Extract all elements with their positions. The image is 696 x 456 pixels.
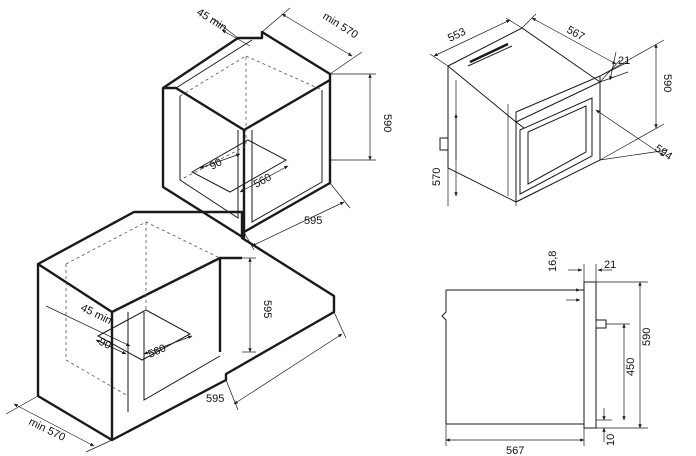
lower-slot-depth-label: 90 [97, 336, 113, 352]
oven-body-height-label: 570 [431, 168, 443, 186]
upper-height-label: 590 [381, 114, 393, 132]
oven-3d [439, 27, 601, 203]
upper-niche [161, 30, 332, 240]
upper-slot-width-label: 560 [252, 171, 274, 190]
lower-height-label: 595 [261, 300, 273, 318]
upper-depth-label: min 570 [320, 10, 360, 41]
lower-niche [36, 210, 336, 442]
side-depth-label: 567 [506, 445, 524, 456]
upper-niche-outline [161, 30, 332, 240]
lower-gap-label: 45 min [79, 302, 114, 327]
oven-height-label: 590 [661, 74, 673, 92]
oven-side-dimensions: 16,8 21 590 450 10 567 [445, 251, 653, 456]
lower-slot-width-label: 560 [146, 342, 168, 360]
side-panel-label: 16,8 [547, 251, 559, 272]
lower-depth-label: min 570 [27, 416, 67, 444]
upper-slot-depth-label: 90 [208, 156, 224, 172]
side-height-label: 590 [641, 328, 653, 346]
side-bottom-gap-label: 10 [605, 434, 617, 446]
upper-niche-dimensions: min 570 45 min 590 595 90 560 [194, 6, 393, 251]
lower-niche-outline [36, 210, 336, 442]
side-opening-label: 450 [625, 358, 637, 376]
lower-width-label: 595 [206, 393, 224, 405]
oven-width-label: 594 [652, 143, 674, 163]
side-door-label: 21 [604, 259, 616, 271]
oven-body-depth-label: 567 [565, 24, 587, 43]
oven-side-view [441, 281, 607, 429]
upper-gap-label: 45 min [194, 6, 228, 34]
upper-width-label: 595 [304, 215, 322, 227]
lower-niche-dimensions: min 570 595 595 45 min 90 560 [5, 257, 347, 453]
